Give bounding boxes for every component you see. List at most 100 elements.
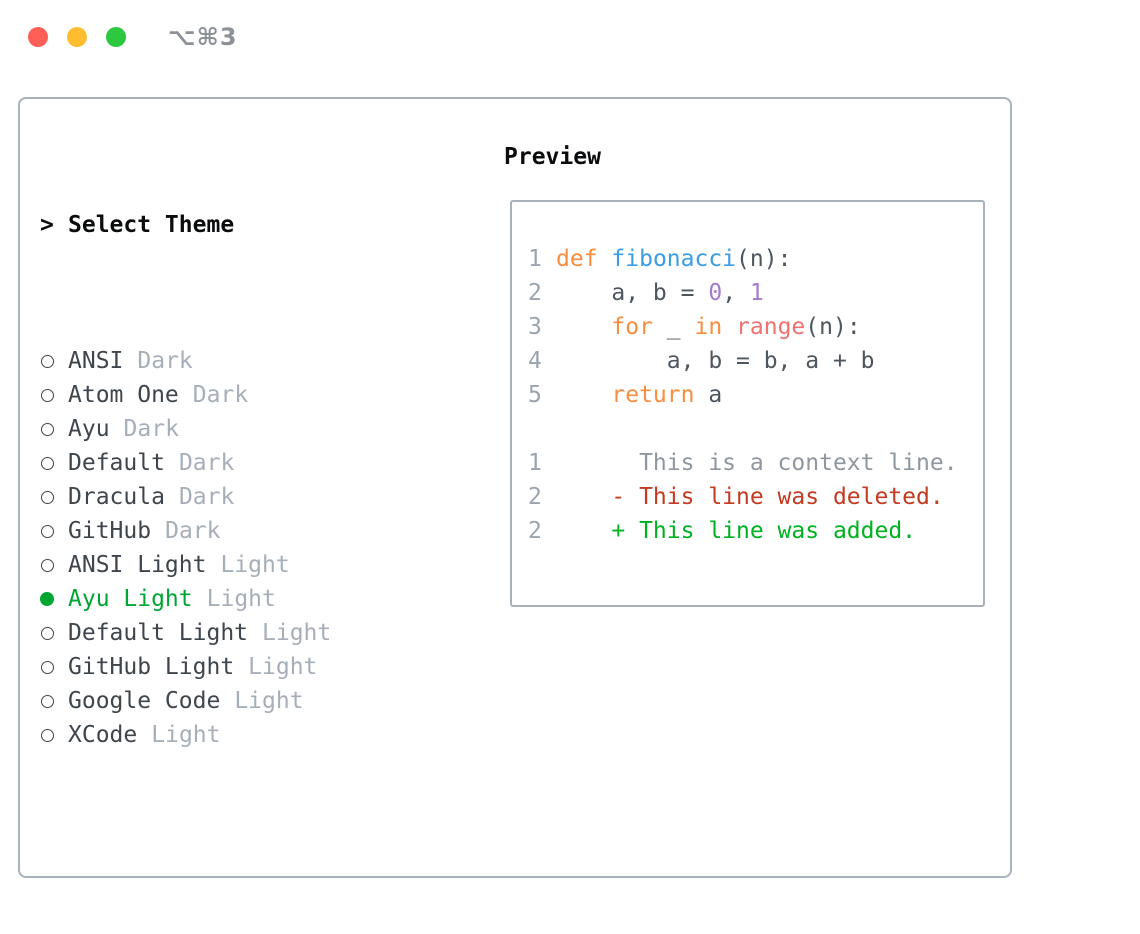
- code-segment: 1: [749, 280, 764, 306]
- theme-name: Ayu Light: [68, 586, 193, 612]
- code-segment: [722, 314, 736, 340]
- code-segment: for: [611, 314, 653, 340]
- radio-icon: [41, 354, 54, 368]
- code-line: [528, 412, 983, 446]
- code-segment: return: [611, 382, 695, 408]
- code-segment: 0: [708, 280, 723, 306]
- code-segment: a, b = b, a + b: [556, 348, 875, 374]
- line-number: 1: [528, 450, 542, 476]
- code-text: + This line was added.: [556, 514, 916, 548]
- theme-name: Google Code: [68, 688, 221, 714]
- code-line: 2 - This line was deleted.: [528, 480, 983, 514]
- radio-cell: [40, 524, 68, 538]
- radio-cell: [40, 354, 68, 368]
- theme-name: Dracula: [68, 484, 165, 510]
- theme-variant: Light: [220, 552, 290, 578]
- code-text: This is a context line.: [556, 446, 958, 480]
- theme-option[interactable]: Atom One Dark: [40, 378, 428, 412]
- code-line: 1 This is a context line.: [528, 446, 983, 480]
- radio-icon: [41, 490, 54, 504]
- theme-name: Default Light: [68, 620, 249, 646]
- radio-cell: [40, 388, 68, 402]
- theme-option[interactable]: ANSI Dark: [40, 344, 428, 378]
- theme-name: GitHub Light: [68, 654, 235, 680]
- theme-variant: Light: [234, 688, 304, 714]
- theme-name: Atom One: [68, 382, 179, 408]
- theme-option[interactable]: ANSI Light Light: [40, 548, 428, 582]
- line-number: 2: [528, 280, 542, 306]
- code-text: return a: [556, 378, 722, 412]
- code-segment: in: [694, 314, 723, 340]
- radio-icon: [41, 388, 54, 402]
- line-number: [528, 412, 542, 446]
- radio-icon: [41, 728, 54, 742]
- theme-name: Ayu: [68, 416, 110, 442]
- preview-title: Preview: [504, 144, 601, 170]
- code-segment: [598, 246, 612, 272]
- radio-cell: [40, 558, 68, 572]
- window-title: ⌥⌘3: [168, 23, 238, 51]
- radio-icon: [41, 626, 54, 640]
- code-line: 3 for _ in range(n):: [528, 310, 983, 344]
- theme-variant: Light: [248, 654, 318, 680]
- radio-icon: [41, 558, 54, 572]
- theme-option[interactable]: GitHub Light Light: [40, 650, 428, 684]
- code-segment: - This line was deleted.: [556, 484, 944, 510]
- code-segment: + This line was added.: [556, 518, 917, 544]
- theme-variant: Dark: [137, 348, 193, 374]
- code-text: for _ in range(n):: [556, 310, 861, 344]
- theme-option[interactable]: GitHub Dark: [40, 514, 428, 548]
- radio-icon: [41, 456, 54, 470]
- code-line: 4 a, b = b, a + b: [528, 344, 983, 378]
- radio-cell: [40, 422, 68, 436]
- code-text: def fibonacci(n):: [556, 242, 791, 276]
- radio-icon: [41, 694, 54, 708]
- code-segment: [556, 314, 611, 340]
- theme-name: ANSI Light: [68, 552, 207, 578]
- theme-variant: Dark: [192, 382, 249, 408]
- code-text: a, b = 0, 1: [556, 276, 764, 310]
- radio-icon: [41, 422, 54, 436]
- theme-name: GitHub: [68, 518, 152, 544]
- theme-variant: Light: [151, 722, 221, 748]
- radio-cell: [40, 660, 68, 674]
- code-segment: This is a context line.: [556, 450, 958, 476]
- zoom-button[interactable]: [106, 27, 126, 47]
- theme-name: XCode: [68, 722, 138, 748]
- traffic-lights: [28, 27, 126, 47]
- theme-variant: Dark: [178, 450, 235, 476]
- radio-cell: [40, 490, 68, 504]
- theme-option[interactable]: Google Code Light: [40, 684, 428, 718]
- code-line: 2 + This line was added.: [528, 514, 983, 548]
- select-theme-header: > Select Theme: [40, 208, 428, 242]
- minimize-button[interactable]: [67, 27, 87, 47]
- cursor-icon: >: [40, 212, 54, 238]
- code-segment: (n):: [805, 314, 861, 340]
- line-number: 3: [528, 314, 542, 340]
- line-number: 4: [528, 348, 542, 374]
- code-segment: a, b =: [556, 280, 709, 306]
- close-button[interactable]: [28, 27, 48, 47]
- radio-cell: [40, 694, 68, 708]
- code-segment: _: [652, 314, 695, 340]
- code-line: 2 a, b = 0, 1: [528, 276, 983, 310]
- code-segment: a: [694, 382, 723, 408]
- line-number: 2: [528, 484, 542, 510]
- theme-variant: Dark: [165, 518, 221, 544]
- theme-option[interactable]: XCode Light: [40, 718, 428, 752]
- spacer: [40, 854, 428, 888]
- theme-name: ANSI: [68, 348, 124, 374]
- radio-icon: [41, 660, 54, 674]
- radio-cell: [40, 456, 68, 470]
